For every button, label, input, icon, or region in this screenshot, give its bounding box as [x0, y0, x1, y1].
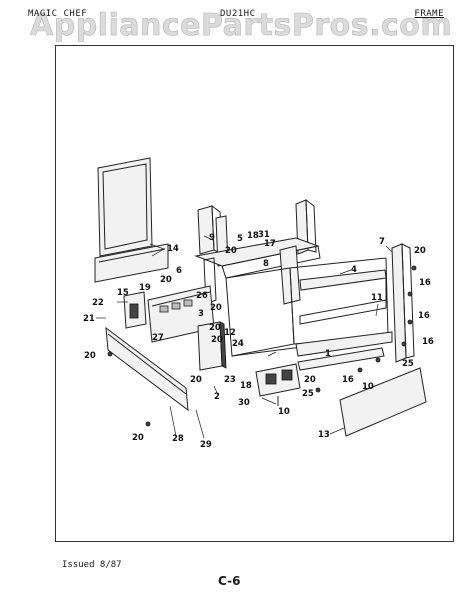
diagram-frame: [55, 45, 454, 542]
door-panel: [94, 157, 169, 283]
issue-date: Issued 8/87: [62, 560, 122, 570]
callout-label: 20: [160, 275, 172, 285]
callout-label: 20: [414, 246, 426, 256]
right-front-post: [391, 243, 415, 363]
callout-label: 12: [224, 328, 236, 338]
callout-label: 23: [224, 375, 236, 385]
callout-label: 7: [379, 237, 385, 247]
callout-label: 10: [362, 382, 374, 392]
leveling-foot-assembly: [255, 363, 301, 406]
callout-label: 2: [214, 392, 220, 402]
callout-label: 8: [263, 259, 269, 269]
part-callouts: 14 9 5 18 31 17 20 7 20 8 4 6 20 16 15 1…: [83, 230, 434, 450]
screws: [107, 265, 417, 427]
callout-label: 16: [419, 278, 431, 288]
callout-label: 28: [172, 434, 184, 444]
callout-label: 14: [167, 244, 179, 254]
callout-label: 6: [176, 266, 182, 276]
callout-label: 20: [304, 375, 316, 385]
callout-label: 19: [139, 283, 151, 293]
page-number: C-6: [218, 574, 241, 588]
callout-label: 25: [302, 389, 314, 399]
callout-label: 3: [198, 309, 204, 319]
callout-label: 20: [209, 323, 221, 333]
callout-label: 15: [117, 288, 129, 298]
callout-label: 5: [237, 234, 243, 244]
base-frame: [225, 257, 393, 357]
callout-label: 31: [258, 230, 270, 240]
callout-label: 11: [371, 293, 383, 303]
callout-label: 30: [238, 398, 250, 408]
callout-label: 22: [92, 298, 104, 308]
callout-label: 13: [318, 430, 330, 440]
callout-label: 4: [351, 265, 357, 275]
callout-label: 20: [132, 433, 144, 443]
leader-lines: [96, 235, 393, 439]
top-frame: [194, 237, 321, 305]
callout-label: 10: [278, 407, 290, 417]
callout-label: 20: [84, 351, 96, 361]
callout-label: 18: [247, 231, 259, 241]
callout-label: 25: [402, 359, 414, 369]
side-rail: [299, 269, 387, 325]
callout-label: 16: [418, 311, 430, 321]
kick-plate: [339, 367, 427, 437]
callout-label: 9: [209, 233, 215, 243]
callout-label: 20: [211, 335, 223, 345]
bottom-rail: [297, 347, 385, 371]
callout-label: 17: [264, 239, 276, 249]
callout-label: 20: [190, 375, 202, 385]
section-title: FRAME: [414, 9, 444, 19]
callout-label: 18: [240, 381, 252, 391]
callout-label: 21: [83, 314, 95, 324]
callout-label: 27: [152, 333, 164, 343]
callout-label: 26: [196, 291, 208, 301]
callout-label: 29: [200, 440, 212, 450]
callout-label: 20: [225, 246, 237, 256]
front-bottom-rail: [105, 326, 189, 412]
callout-label: 1: [325, 349, 331, 359]
model-number: DU21HC: [220, 9, 256, 19]
callout-label: 20: [210, 303, 222, 313]
callout-label: 16: [422, 337, 434, 347]
cover-plate: [197, 321, 227, 371]
callout-label: 16: [342, 375, 354, 385]
brand-label: MAGIC CHEF: [28, 9, 88, 19]
callout-label: 24: [232, 339, 244, 349]
